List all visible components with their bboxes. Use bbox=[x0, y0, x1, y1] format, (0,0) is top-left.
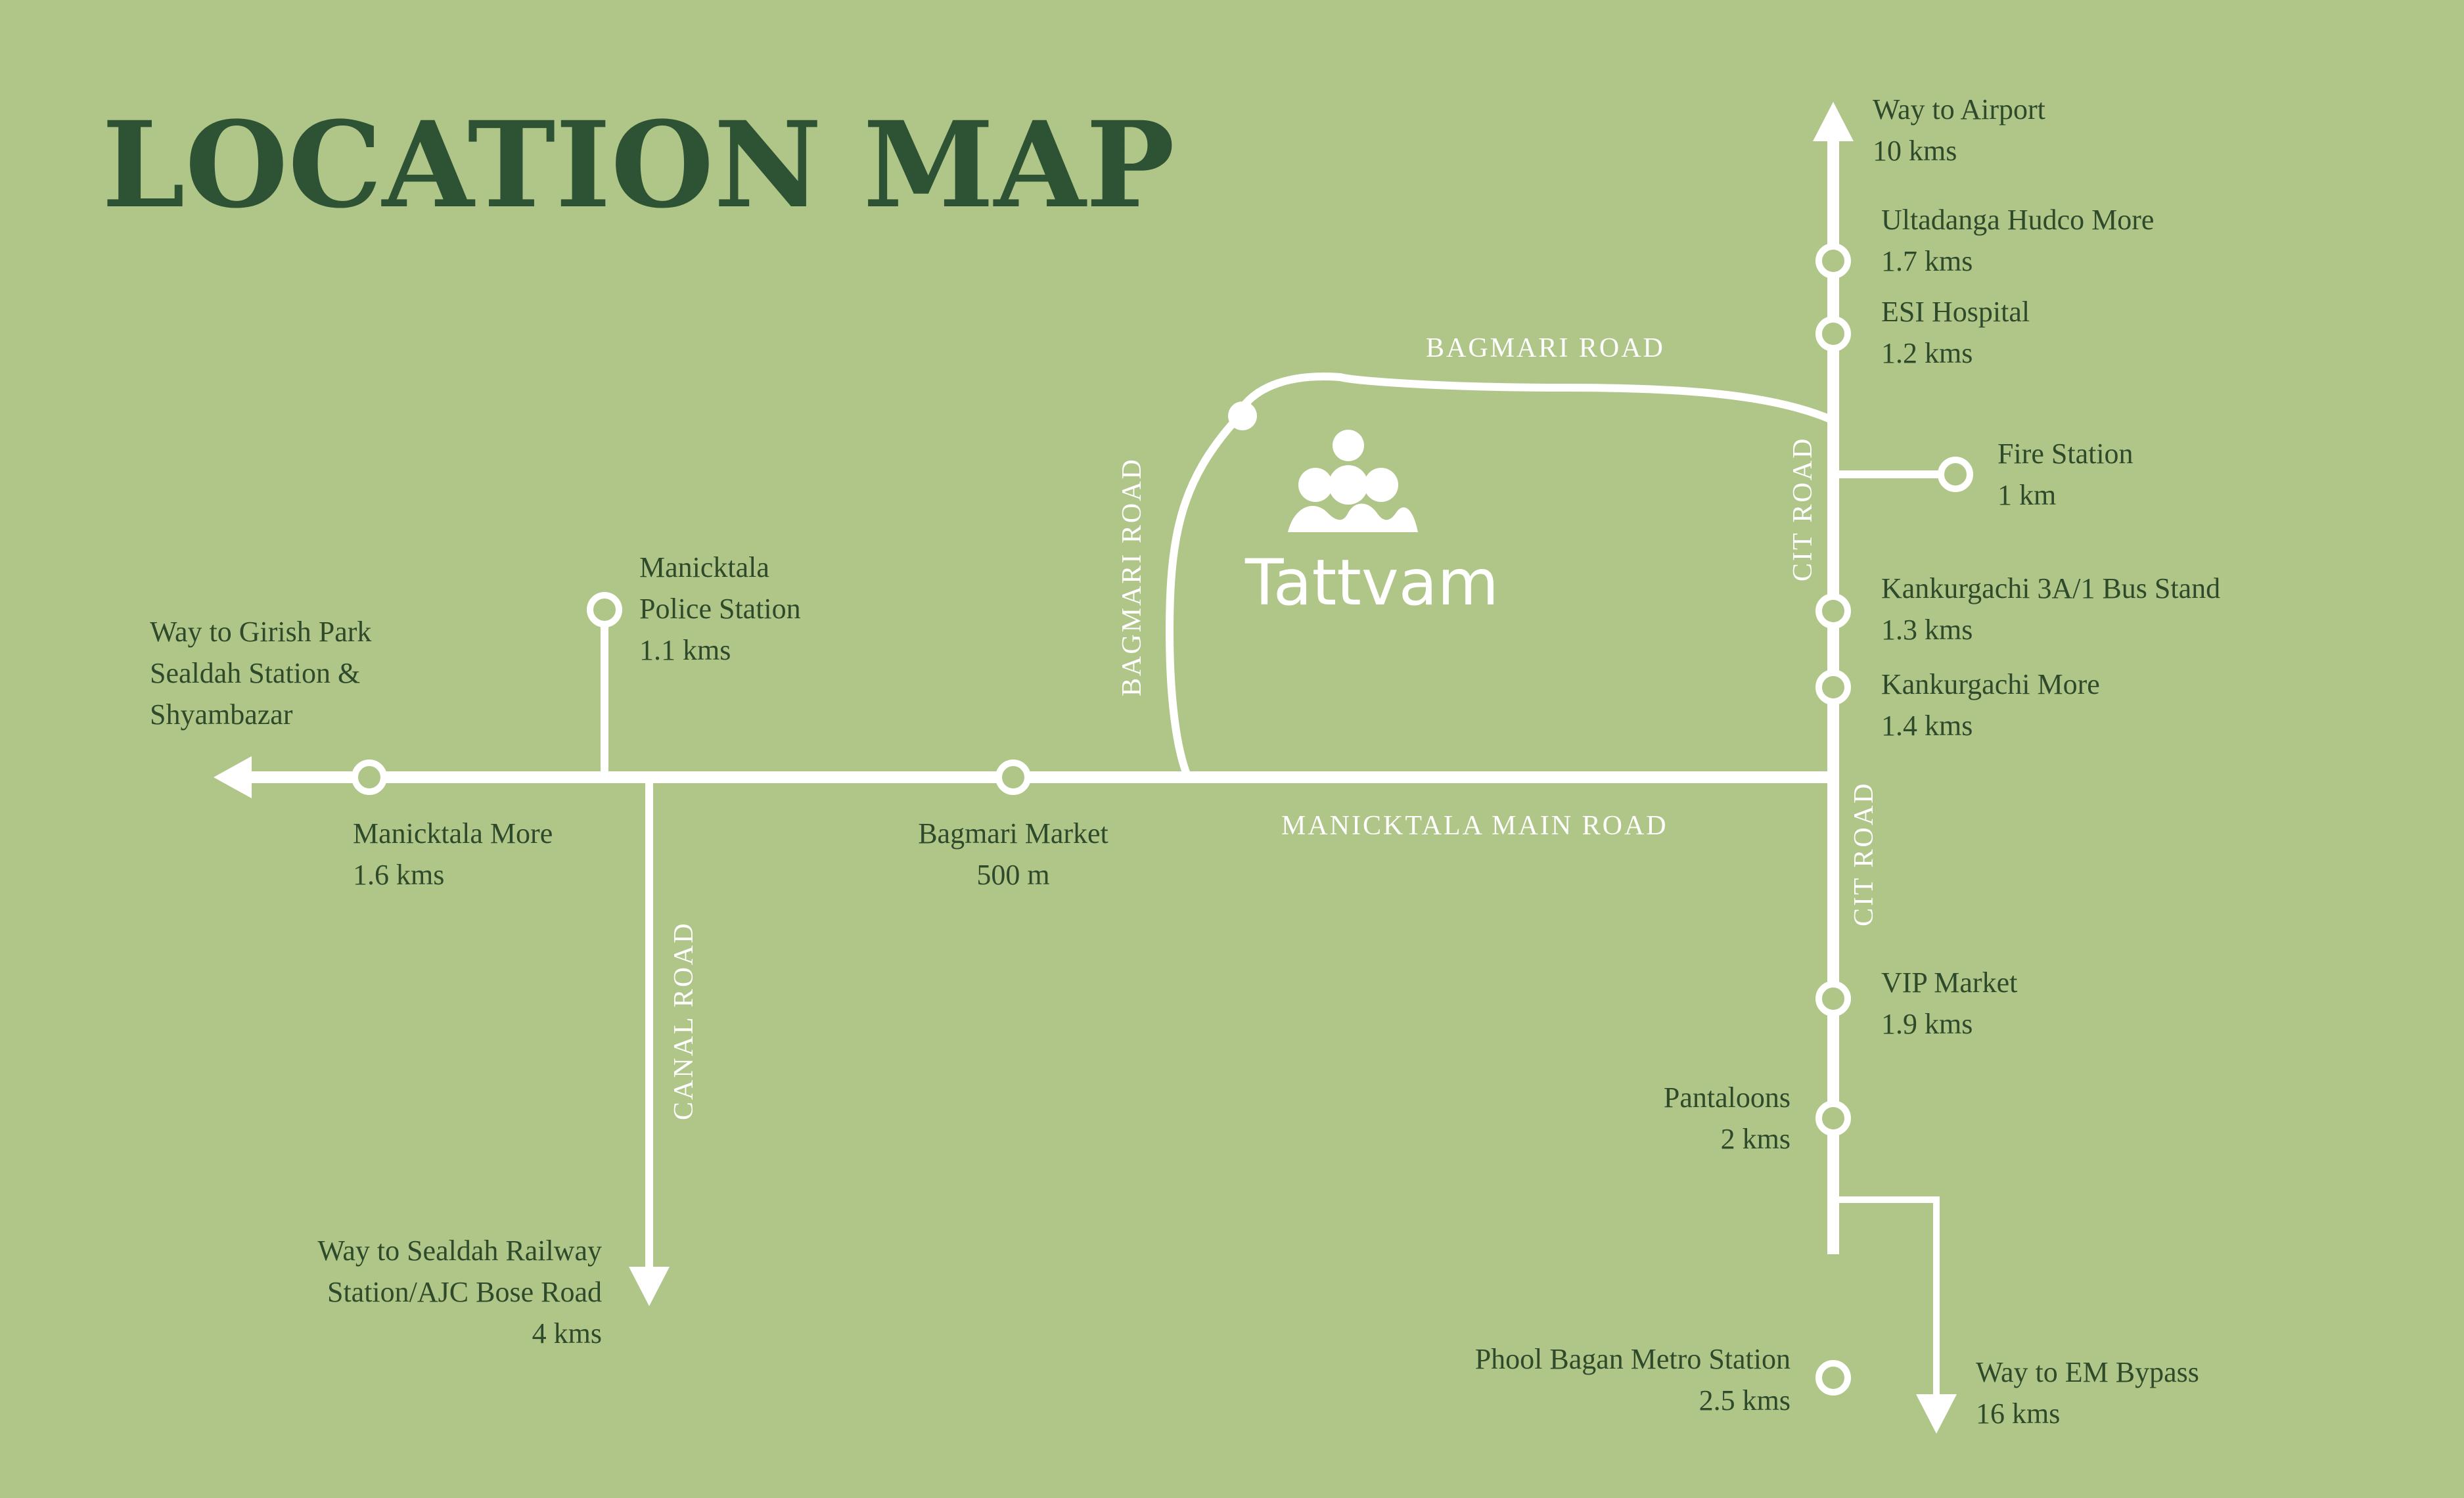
esi-distance: 1.2 kms bbox=[1881, 337, 1973, 369]
fire-station-label: Fire Station bbox=[1997, 438, 2133, 470]
manicktala-more-label: Manicktala More bbox=[353, 817, 553, 850]
kankurgachi-bus-distance: 1.3 kms bbox=[1881, 614, 1973, 646]
node-ultadanga bbox=[1815, 243, 1851, 279]
road-label-bagmari-side: BAGMARI ROAD bbox=[1117, 457, 1147, 696]
phool-bagan-distance: 2.5 kms bbox=[1699, 1384, 1791, 1417]
node-esi-hospital bbox=[1815, 316, 1851, 352]
node-manicktala-more bbox=[352, 760, 387, 795]
police-label-line1: Manicktala bbox=[639, 551, 769, 583]
node-kankurgachi-more bbox=[1815, 670, 1851, 705]
road-label-canal: CANAL ROAD bbox=[669, 921, 699, 1120]
sealdah-line1: Way to Sealdah Railway bbox=[317, 1235, 602, 1267]
left-labels: Manicktala Police Station 1.1 kms Way to… bbox=[150, 551, 1108, 1350]
project-marker: Tattvam bbox=[1244, 430, 1499, 620]
arrow-up-icon bbox=[1813, 102, 1854, 141]
girish-park-line1: Way to Girish Park bbox=[150, 616, 371, 648]
road-label-bagmari-top: BAGMARI ROAD bbox=[1426, 333, 1665, 363]
bagmari-market-distance: 500 m bbox=[976, 859, 1049, 891]
ultadanga-label: Ultadanga Hudco More bbox=[1881, 204, 2154, 236]
sealdah-line2: Station/AJC Bose Road bbox=[327, 1276, 602, 1308]
bagmari-road bbox=[1165, 373, 1838, 783]
arrow-down-icon bbox=[629, 1267, 670, 1306]
airport-distance: 10 kms bbox=[1873, 135, 1957, 167]
esi-label: ESI Hospital bbox=[1881, 296, 2030, 328]
node-pantaloons bbox=[1815, 1101, 1851, 1136]
node-bagmari-market bbox=[995, 760, 1031, 795]
sealdah-distance: 4 kms bbox=[532, 1317, 602, 1350]
road-label-cit-lower: CIT ROAD bbox=[1849, 782, 1879, 926]
vip-market-distance: 1.9 kms bbox=[1881, 1008, 1973, 1040]
fire-station-distance: 1 km bbox=[1997, 479, 2056, 511]
road-labels: BAGMARI ROAD MANICKTALA MAIN ROAD BAGMAR… bbox=[669, 333, 1879, 1120]
arrow-down-icon bbox=[1916, 1394, 1957, 1434]
node-fire-station bbox=[1938, 457, 1973, 492]
manicktala-more-distance: 1.6 kms bbox=[353, 859, 444, 891]
arrow-left-icon bbox=[214, 756, 252, 798]
page-title: LOCATION MAP bbox=[102, 96, 1175, 235]
phool-bagan-label: Phool Bagan Metro Station bbox=[1475, 1343, 1791, 1375]
road-label-cit-upper: CIT ROAD bbox=[1788, 437, 1818, 581]
node-vip-market bbox=[1815, 981, 1851, 1016]
ultadanga-distance: 1.7 kms bbox=[1881, 245, 1973, 277]
pantaloons-distance: 2 kms bbox=[1721, 1123, 1791, 1155]
road-label-manicktala-main: MANICKTALA MAIN ROAD bbox=[1281, 811, 1668, 841]
em-bypass-label: Way to EM Bypass bbox=[1976, 1356, 2199, 1388]
em-bypass-road bbox=[1830, 1196, 1940, 1399]
kankurgachi-more-distance: 1.4 kms bbox=[1881, 710, 1973, 742]
landmark-nodes bbox=[352, 243, 1973, 1396]
police-distance: 1.1 kms bbox=[639, 634, 731, 666]
node-police-station bbox=[587, 592, 622, 627]
girish-park-line3: Shyambazar bbox=[150, 698, 293, 731]
tattvam-logo-icon bbox=[1288, 430, 1418, 532]
project-name: Tattvam bbox=[1244, 546, 1499, 620]
police-label-line2: Police Station bbox=[639, 593, 801, 625]
node-phool-bagan bbox=[1815, 1360, 1851, 1396]
node-kankurgachi-bus-stand bbox=[1815, 593, 1851, 629]
junction-dot bbox=[1228, 401, 1257, 430]
airport-label: Way to Airport bbox=[1873, 93, 2045, 125]
pantaloons-label: Pantaloons bbox=[1664, 1081, 1791, 1114]
road-network bbox=[214, 102, 1957, 1434]
kankurgachi-more-label: Kankurgachi More bbox=[1881, 668, 2100, 700]
bagmari-market-label: Bagmari Market bbox=[918, 817, 1108, 850]
girish-park-line2: Sealdah Station & bbox=[150, 657, 360, 689]
kankurgachi-bus-label: Kankurgachi 3A/1 Bus Stand bbox=[1881, 572, 2220, 604]
em-bypass-distance: 16 kms bbox=[1976, 1397, 2060, 1430]
vip-market-label: VIP Market bbox=[1881, 966, 2017, 999]
landmark-labels: Way to Airport 10 kms Ultadanga Hudco Mo… bbox=[1475, 93, 2220, 1430]
